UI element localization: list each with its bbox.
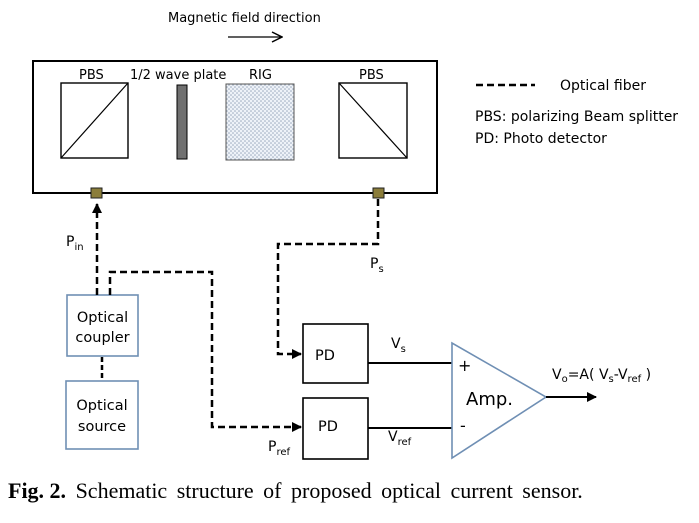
input-connector bbox=[90, 187, 103, 199]
half-wave-plate bbox=[176, 84, 188, 160]
figure-caption: Fig. 2. Schematic structure of proposed … bbox=[8, 478, 698, 504]
fiber-pref bbox=[108, 270, 302, 432]
output-equation: Vo=A( Vs-Vref ) bbox=[552, 367, 651, 385]
legend-pd-text: PD: Photo detector bbox=[475, 131, 607, 147]
pbs-left bbox=[60, 82, 129, 159]
magnetic-field-label: Magnetic field direction bbox=[168, 11, 321, 26]
pin-label: Pin bbox=[66, 234, 84, 253]
ps-label: Ps bbox=[370, 256, 384, 275]
source-line2: source bbox=[78, 419, 126, 435]
coupler-line2: coupler bbox=[75, 330, 129, 346]
output-connector bbox=[372, 187, 385, 199]
vs-label: Vs bbox=[391, 336, 406, 355]
optical-coupler: Optical coupler bbox=[66, 294, 139, 357]
coupler-line1: Optical bbox=[77, 310, 128, 326]
optical-source: Optical source bbox=[65, 380, 139, 450]
fiber-ps bbox=[276, 199, 380, 359]
source-line1: Optical bbox=[76, 398, 127, 414]
pbs-right bbox=[338, 82, 408, 159]
legend-pbs-text: PBS: polarizing Beam splitter bbox=[475, 109, 678, 125]
caption-label: Fig. 2. bbox=[8, 478, 67, 503]
pd-bottom-label: PD bbox=[318, 419, 338, 435]
amp-minus: - bbox=[460, 416, 466, 435]
pbs-left-label: PBS bbox=[79, 68, 104, 83]
caption-text: Schematic structure of proposed optical … bbox=[66, 478, 583, 503]
amp-plus: + bbox=[458, 356, 471, 375]
sensor-housing bbox=[32, 60, 438, 194]
pd-top-label: PD bbox=[315, 348, 335, 364]
pref-label: Pref bbox=[268, 439, 290, 458]
amplifier: Amp. + - bbox=[451, 341, 548, 460]
pd-bottom: PD bbox=[302, 397, 369, 460]
vref-label: Vref bbox=[388, 429, 412, 448]
half-wave-plate-label: 1/2 wave plate bbox=[130, 68, 226, 83]
rig-crystal bbox=[225, 83, 295, 161]
legend-fiber-text: Optical fiber bbox=[560, 78, 646, 94]
rig-label: RIG bbox=[249, 68, 272, 83]
pd-top: PD bbox=[302, 323, 369, 384]
pbs-right-label: PBS bbox=[359, 68, 384, 83]
amp-label: Amp. bbox=[466, 389, 513, 410]
